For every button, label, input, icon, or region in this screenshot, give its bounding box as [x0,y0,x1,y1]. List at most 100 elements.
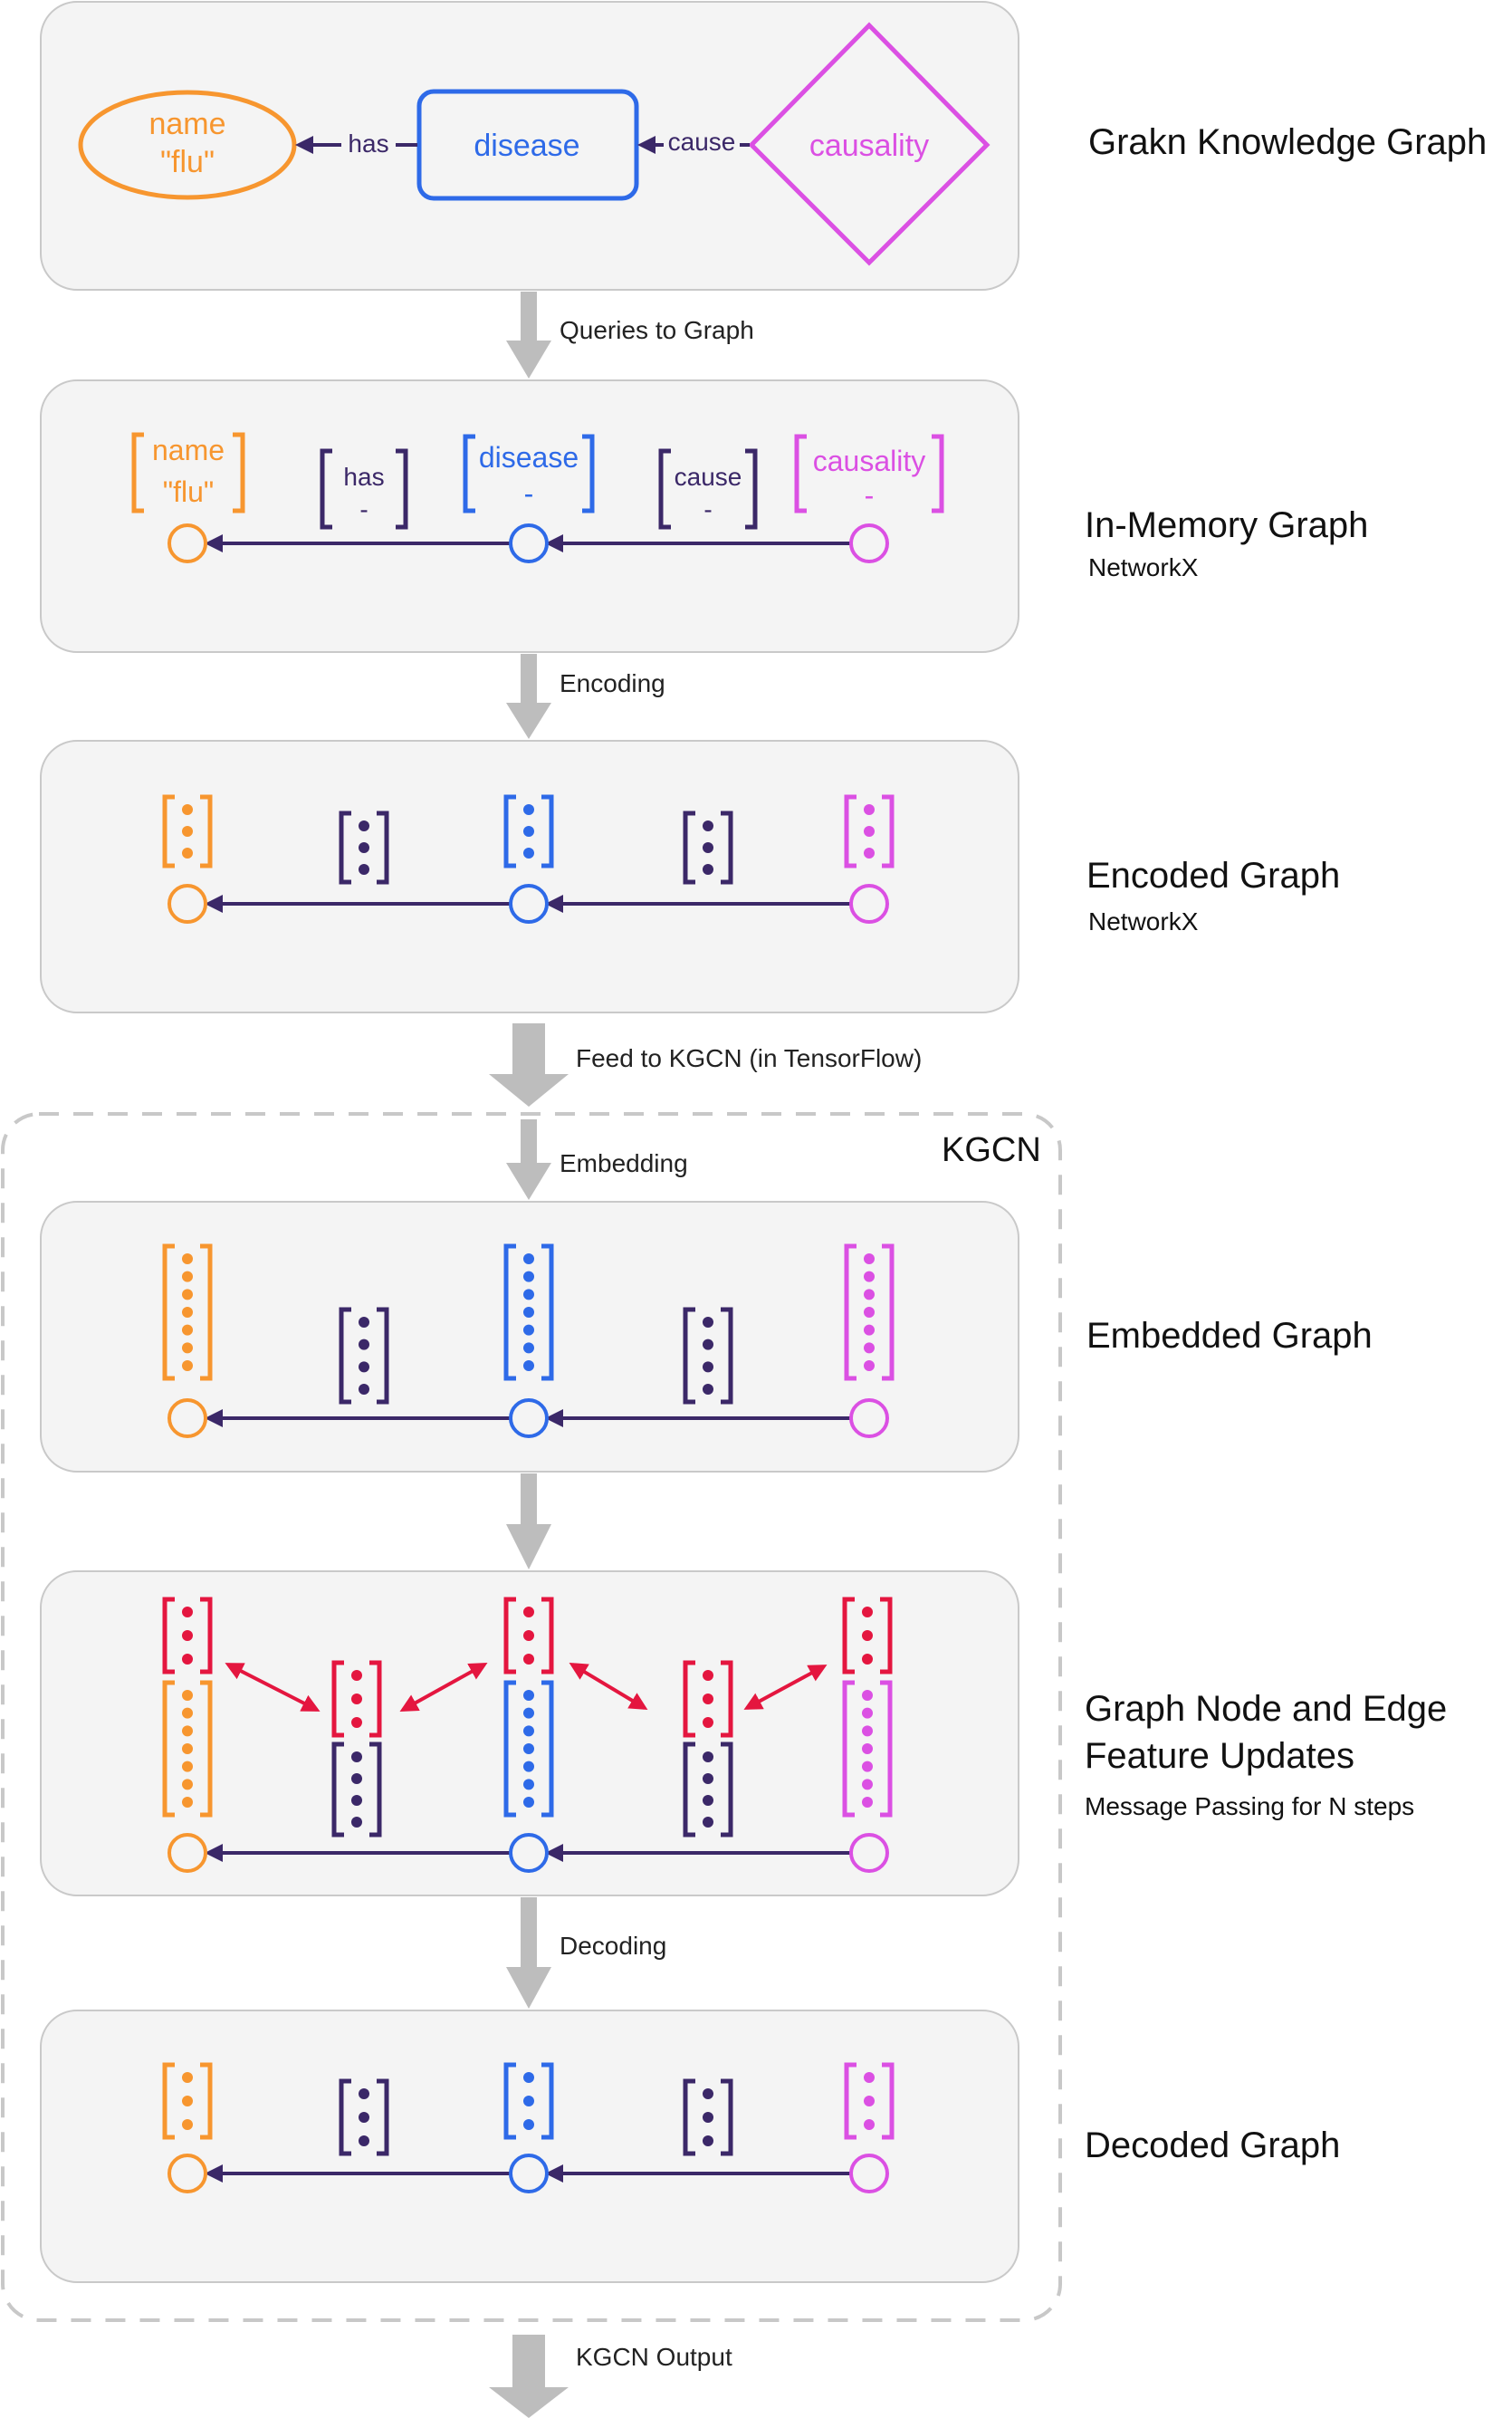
inmem-node-name [167,523,207,563]
updates-msg-vec-disease [503,1597,554,1674]
embedded-vec-causality-dot [864,1307,875,1318]
inmem-causality-value: - [865,479,875,512]
title-in-memory-graph: In-Memory Graph [1085,505,1368,545]
arrow-decoding [506,1897,551,2009]
updates-msg-vec-cause-dot [703,1694,713,1704]
arrow-feed [489,1023,569,1107]
updates-msg-vec-disease-left-bracket [503,1597,516,1674]
encoded-vec-causality-dot [864,848,875,859]
arrow-updates [506,1473,551,1569]
embedded-vec-has [339,1307,389,1405]
updates-vec-disease-dot [523,1707,534,1719]
updates-vec-name-dot [182,1761,193,1772]
decoded-vec-cause [683,2078,733,2156]
kgcn-dashed-boundary [1,1112,1062,2322]
encoded-vec-has [339,811,389,885]
updates-msg-vec-disease-dot [523,1607,534,1617]
inmem-node-causality [849,523,889,563]
decoded-vec-disease-right-bracket [541,2062,554,2140]
embedded-vec-name-dot [182,1253,193,1264]
kgcn-label: KGCN [942,1131,1041,1169]
updates-msg-vec-has-dot [351,1694,362,1704]
updates-vec-causality-left-bracket [842,1680,855,1818]
inmem-bracket-name-right-bracket [233,432,245,513]
decoded-vec-disease-dot [523,2096,534,2106]
inmem-bracket-disease-right-bracket [582,434,595,513]
embedded-vec-causality-right-bracket [882,1243,895,1381]
embedded-vec-causality-dot [864,1342,875,1354]
updates-msg-vec-cause-left-bracket [683,1660,695,1738]
updates-msg-vec-name-left-bracket [162,1597,175,1674]
updates-msg-vec-has-right-bracket [369,1660,382,1738]
updates-msg-vec-causality-dot [862,1654,873,1665]
updates-vec-disease-dot [523,1725,534,1737]
updates-vec-has-dot [351,1773,362,1784]
encoded-vec-has-dot [359,842,369,853]
embedded-vec-has-left-bracket [339,1307,351,1405]
updates-msg-vec-causality [842,1597,893,1674]
inmem-bracket-causality [794,434,944,513]
embedded-vec-causality-left-bracket [844,1243,856,1381]
updates-msg-vec-has-left-bracket [331,1660,344,1738]
edge-cause-label-bg [664,127,740,159]
inmem-name-label: name [152,434,225,466]
updates-vec-name-right-bracket [200,1680,213,1818]
updates-msg-vec-name-dot [182,1654,193,1665]
title-decoded-graph: Decoded Graph [1085,2125,1340,2165]
decoded-vec-name-dot [182,2096,193,2106]
updates-msg-vec-causality-left-bracket [842,1597,855,1674]
embedded-vec-cause-dot [703,1317,713,1328]
decoded-vec-causality-dot [864,2096,875,2106]
decoded-vec-cause-dot [703,2135,713,2146]
encoded-vec-name-dot [182,826,193,837]
subtitle-feature-updates: Message Passing for N steps [1085,1792,1414,1820]
embedded-vec-causality [844,1243,895,1381]
updates-msg-vec-cause-dot [703,1717,713,1728]
inmem-has-label: has [343,463,384,491]
inmem-causality-label: causality [813,445,926,477]
updates-msg-vec-causality-dot [862,1630,873,1641]
updates-vec-has-dot [351,1795,362,1806]
inmem-bracket-disease-left-bracket [463,434,475,513]
label-queries: Queries to Graph [560,316,754,344]
updates-vec-disease [503,1680,554,1818]
decoded-vec-has [339,2078,389,2156]
updates-vec-causality-dot [862,1707,873,1719]
embedded-vec-has-right-bracket [377,1307,389,1405]
encoded-vec-has-dot [359,820,369,831]
decoded-node-disease [509,2154,549,2193]
relation-causality-node [748,22,990,266]
decoded-vec-disease-dot [523,2072,534,2083]
updates-vec-name-left-bracket [162,1680,175,1818]
title-embedded-graph: Embedded Graph [1086,1316,1373,1356]
updates-vec-name-dot [182,1797,193,1808]
encoded-node-name [167,884,207,924]
inmem-cause-value: - [703,495,712,523]
encoded-vec-has-left-bracket [339,811,351,885]
arrow-output [489,2335,569,2418]
updates-vec-name-dot [182,1690,193,1701]
inmem-cause-label: cause [675,463,742,491]
decoded-vec-name-left-bracket [162,2062,175,2140]
updates-node-name [167,1833,207,1873]
embedded-vec-has-dot [359,1339,369,1350]
updates-vec-cause-dot [703,1751,713,1762]
encoded-vec-causality [844,794,895,868]
inmem-bracket-cause [658,448,758,530]
panel-knowledge-graph [40,1,1019,291]
encoded-vec-name-left-bracket [162,794,175,868]
updates-vec-has-dot [351,1751,362,1762]
updates-vec-name-dot [182,1743,193,1754]
in-memory-feature-labels: name "flu" has - disease - cause - causa… [152,434,925,523]
updates-vec-name-dot [182,1725,193,1737]
updates-msg-vec-name [162,1597,213,1674]
label-embedding: Embedding [560,1149,688,1177]
decoded-vec-cause-dot [703,2112,713,2123]
inmem-bracket-cause-left-bracket [658,448,671,530]
inmem-has-value: - [359,495,368,523]
updates-msg-vec-has-dot [351,1717,362,1728]
updates-msg-vec-name-right-bracket [200,1597,213,1674]
label-encoding: Encoding [560,669,665,697]
embedded-vec-name-dot [182,1271,193,1282]
updates-vec-disease-dot [523,1797,534,1808]
